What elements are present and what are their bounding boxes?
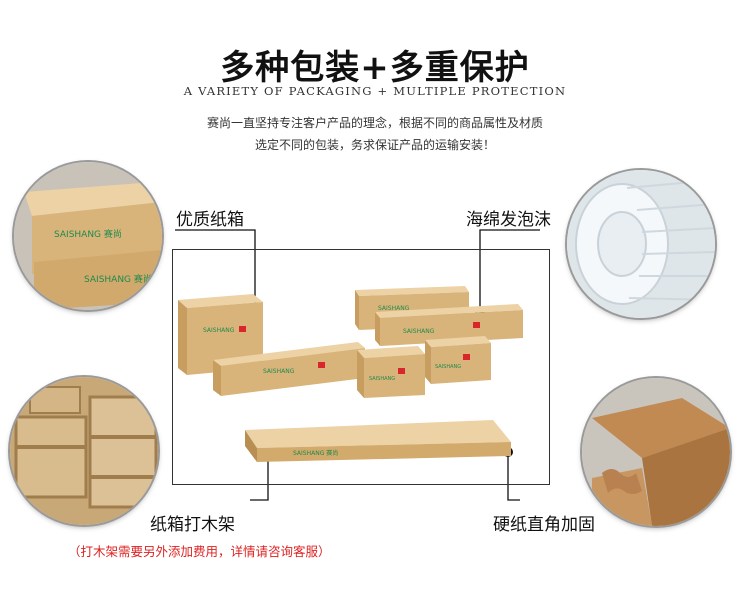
label-foam: 海绵发泡沫 bbox=[466, 210, 551, 230]
description-line-2: 选定不同的包装，务求保证产品的运输安装！ bbox=[254, 138, 495, 152]
svg-text:SAISHANG 赛尚: SAISHANG 赛尚 bbox=[84, 273, 152, 285]
foam-image bbox=[567, 170, 715, 318]
label-wood: 纸箱打木架 bbox=[150, 515, 235, 535]
page-subtitle: A VARIETY OF PACKAGING + MULTIPLE PROTEC… bbox=[183, 84, 567, 98]
packaging-boxes-illustration: SAISHANG SAISHANG SAISHANG SAISHANG bbox=[178, 286, 523, 462]
description-line-1: 赛尚一直坚持专注客户产品的理念，根据不同的商品属性及材质 bbox=[206, 116, 543, 130]
svg-text:SAISHANG: SAISHANG bbox=[378, 305, 410, 312]
corner-protector-image bbox=[582, 378, 730, 526]
svg-text:SAISHANG 赛尚: SAISHANG 赛尚 bbox=[54, 228, 122, 240]
product-frame: SAISHANG SAISHANG SAISHANG SAISHANG bbox=[172, 249, 550, 485]
corner-protector-photo bbox=[582, 378, 730, 526]
foam-photo bbox=[567, 170, 715, 318]
wooden-crate-photo bbox=[10, 377, 158, 525]
carton-image: SAISHANG 赛尚 SAISHANG 赛尚 bbox=[14, 162, 162, 310]
extra-fee-note: （打木架需要另外添加费用，详情请咨询客服） bbox=[68, 544, 331, 559]
svg-text:SAISHANG: SAISHANG bbox=[369, 376, 395, 382]
wooden-crate-image bbox=[10, 377, 158, 525]
svg-text:SAISHANG 赛尚: SAISHANG 赛尚 bbox=[293, 449, 338, 457]
description: 赛尚一直坚持专注客户产品的理念，根据不同的商品属性及材质 选定不同的包装，务求保… bbox=[0, 112, 750, 156]
svg-text:SAISHANG: SAISHANG bbox=[435, 364, 461, 370]
page-title: 多种包装+多重保护 bbox=[220, 48, 530, 88]
label-carton: 优质纸箱 bbox=[176, 210, 244, 230]
svg-text:SAISHANG: SAISHANG bbox=[263, 368, 295, 375]
label-corner: 硬纸直角加固 bbox=[493, 515, 595, 535]
carton-photo: SAISHANG 赛尚 SAISHANG 赛尚 bbox=[14, 162, 162, 310]
svg-text:SAISHANG: SAISHANG bbox=[203, 327, 235, 334]
svg-text:SAISHANG: SAISHANG bbox=[403, 328, 435, 335]
